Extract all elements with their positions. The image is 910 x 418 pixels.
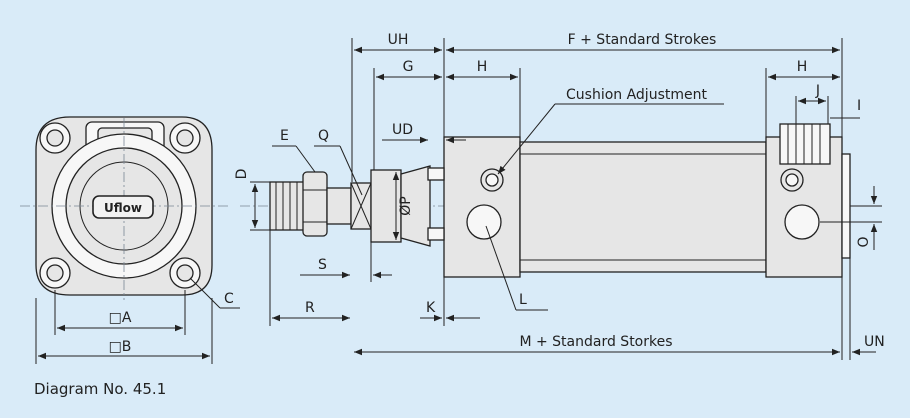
dim-r: R bbox=[305, 300, 315, 316]
dim-d: D bbox=[234, 169, 250, 180]
dim-j: J bbox=[815, 83, 820, 99]
brand-logo-text: Uflow bbox=[104, 201, 142, 215]
rod-thread bbox=[269, 181, 305, 231]
dim-f-standard: F + Standard Strokes bbox=[568, 32, 717, 48]
dim-h-front: H bbox=[477, 59, 488, 75]
dim-un: UN bbox=[864, 334, 885, 350]
end-view: Uflow □A □B C bbox=[20, 116, 240, 364]
dim-s: S bbox=[318, 257, 327, 273]
dim-q: Q bbox=[318, 128, 329, 144]
dim-uh: UH bbox=[388, 32, 409, 48]
dim-g: G bbox=[403, 59, 414, 75]
dim-e: E bbox=[280, 128, 289, 144]
diagram-caption: Diagram No. 45.1 bbox=[34, 380, 167, 398]
dim-k: K bbox=[426, 300, 436, 316]
brand-logo-plate bbox=[92, 195, 154, 219]
dim-m-standard: M + Standard Storkes bbox=[519, 334, 672, 350]
side-view: UH F + Standard Strokes G H H J I Cushio… bbox=[234, 32, 885, 360]
dim-square-a: □A bbox=[109, 310, 132, 326]
cylinder-barrel bbox=[519, 141, 767, 273]
dim-c: C bbox=[224, 291, 234, 307]
rod-nut bbox=[302, 171, 328, 237]
cushion-adjustment-label: Cushion Adjustment bbox=[566, 87, 707, 103]
dim-i: I bbox=[857, 98, 861, 114]
dim-phi-p: ØP bbox=[398, 196, 414, 215]
dim-l: L bbox=[519, 292, 527, 308]
dim-square-b: □B bbox=[109, 339, 132, 355]
dim-ud: UD bbox=[392, 122, 413, 138]
dim-h-rear: H bbox=[797, 59, 808, 75]
dim-o: O bbox=[856, 236, 872, 247]
